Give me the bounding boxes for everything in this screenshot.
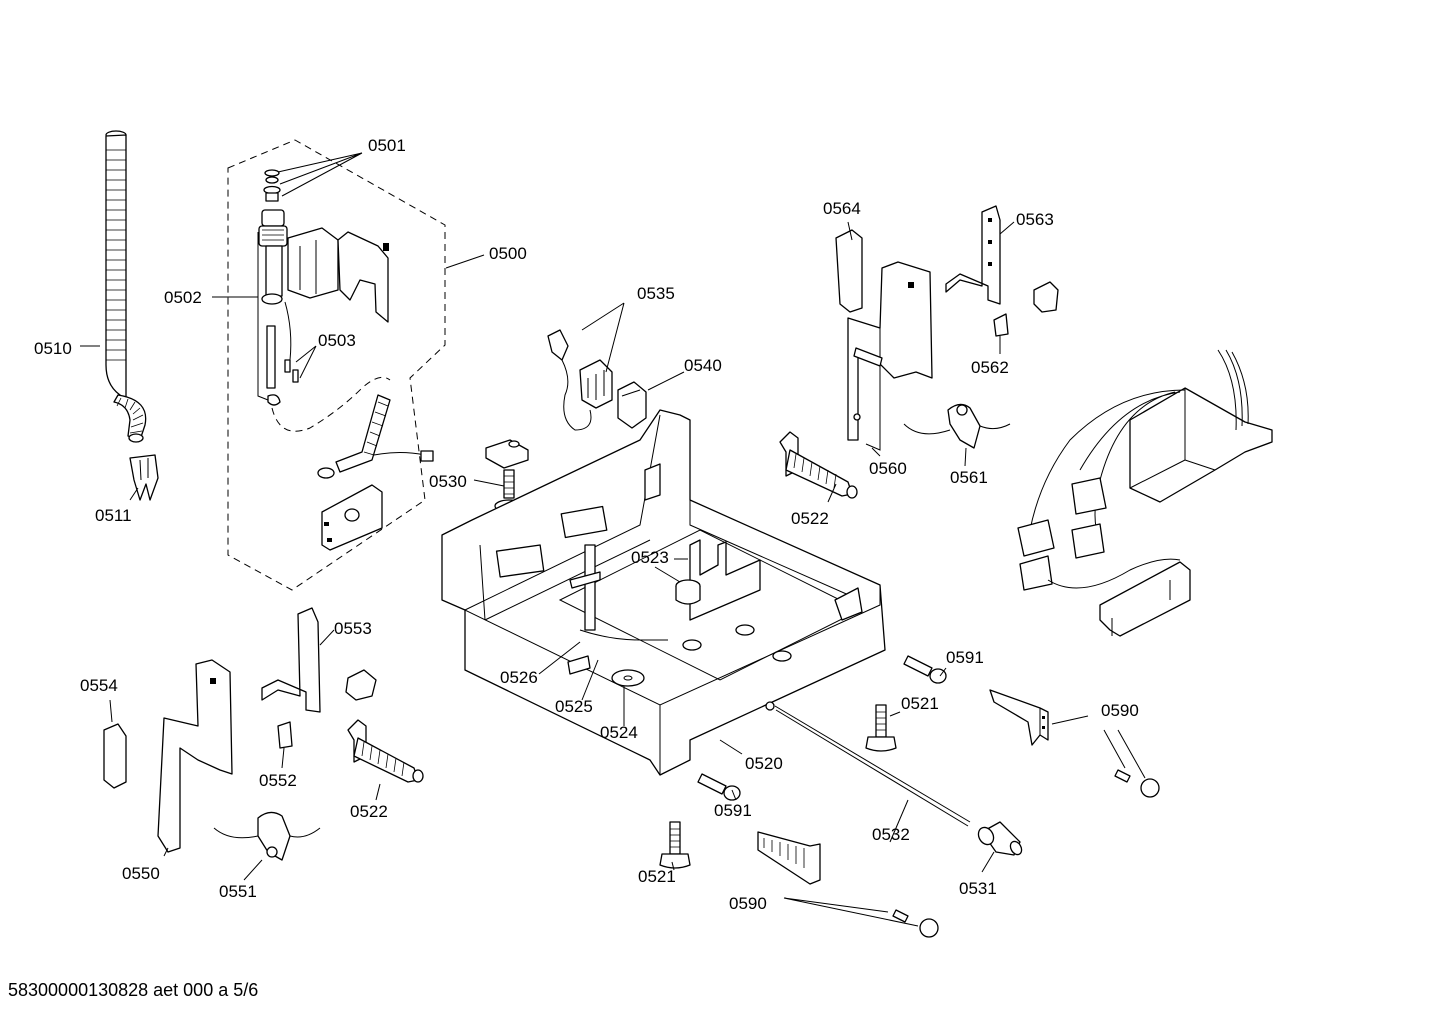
cable-connector-part: [547, 329, 647, 431]
base-tub-part: [441, 409, 886, 776]
screw-part: [697, 773, 741, 801]
part-label-0522: 0522: [791, 509, 829, 528]
small-tubes-part: [266, 301, 299, 406]
part-labels: 0501 0500 0502 0503 0510 0511 0535 0540 …: [34, 136, 1139, 913]
part-label-0591: 0591: [714, 801, 752, 820]
part-label-0502: 0502: [164, 288, 202, 307]
part-label-0510: 0510: [34, 339, 72, 358]
leveling-rail-part: [989, 689, 1049, 746]
part-label-0522: 0522: [350, 802, 388, 821]
part-label-0525: 0525: [555, 697, 593, 716]
part-label-0531: 0531: [959, 879, 997, 898]
rod-part: [774, 705, 971, 827]
part-label-0520: 0520: [745, 754, 783, 773]
adjustable-foot-part: [659, 821, 691, 869]
leader-lines: [80, 152, 1146, 927]
spring-assembly-part: [347, 719, 424, 783]
part-label-0554: 0554: [80, 676, 118, 695]
part-label-0564: 0564: [823, 199, 861, 218]
part-label-0563: 0563: [1016, 210, 1054, 229]
screw-part: [903, 655, 947, 684]
part-label-0591: 0591: [946, 648, 984, 667]
hinge-bracket-part: [261, 607, 377, 749]
assembly-boundary: [227, 139, 446, 591]
hinge-bracket-part: [103, 659, 233, 853]
part-label-0590: 0590: [729, 894, 767, 913]
part-label-0550: 0550: [122, 864, 160, 883]
part-label-0526: 0526: [500, 668, 538, 687]
part-label-0500: 0500: [489, 244, 527, 263]
part-label-0503: 0503: [318, 331, 356, 350]
part-label-0521: 0521: [901, 694, 939, 713]
hinge-catch-part: [903, 403, 1011, 449]
drawing-reference-code: 58300000130828 aet 000 a 5/6: [8, 980, 259, 1000]
hinge-catch-part: [213, 811, 321, 861]
pump-hose-part: [317, 394, 434, 479]
mounting-bracket-part: [321, 484, 383, 551]
part-label-0562: 0562: [971, 358, 1009, 377]
hinge-bracket-part: [945, 205, 1059, 337]
leveling-rail-part: [757, 831, 821, 885]
inlet-valve-part: [258, 209, 389, 323]
part-label-0540: 0540: [684, 356, 722, 375]
adjustable-foot-part: [865, 704, 897, 752]
part-label-0511: 0511: [95, 506, 132, 525]
tube-route: [271, 376, 391, 432]
part-label-0523: 0523: [631, 548, 669, 567]
part-label-0560: 0560: [869, 459, 907, 478]
hinge-bracket-part: [835, 229, 933, 451]
part-label-0561: 0561: [950, 468, 988, 487]
part-label-0532: 0532: [872, 825, 910, 844]
part-label-0535: 0535: [637, 284, 675, 303]
wiring-harness-part: [1017, 349, 1273, 637]
part-label-0530: 0530: [429, 472, 467, 491]
part-label-0553: 0553: [334, 619, 372, 638]
knob-part: [977, 821, 1023, 856]
drain-hose-part: [105, 130, 147, 443]
part-label-0551: 0551: [219, 882, 257, 901]
part-label-0524: 0524: [600, 723, 638, 742]
screw-cap-part: [892, 769, 1160, 938]
part-label-0521: 0521: [638, 867, 676, 886]
seal-rings-part: [263, 169, 281, 202]
part-label-0552: 0552: [259, 771, 297, 790]
spring-assembly-part: [779, 431, 858, 499]
part-label-0590: 0590: [1101, 701, 1139, 720]
part-label-0501: 0501: [368, 136, 406, 155]
